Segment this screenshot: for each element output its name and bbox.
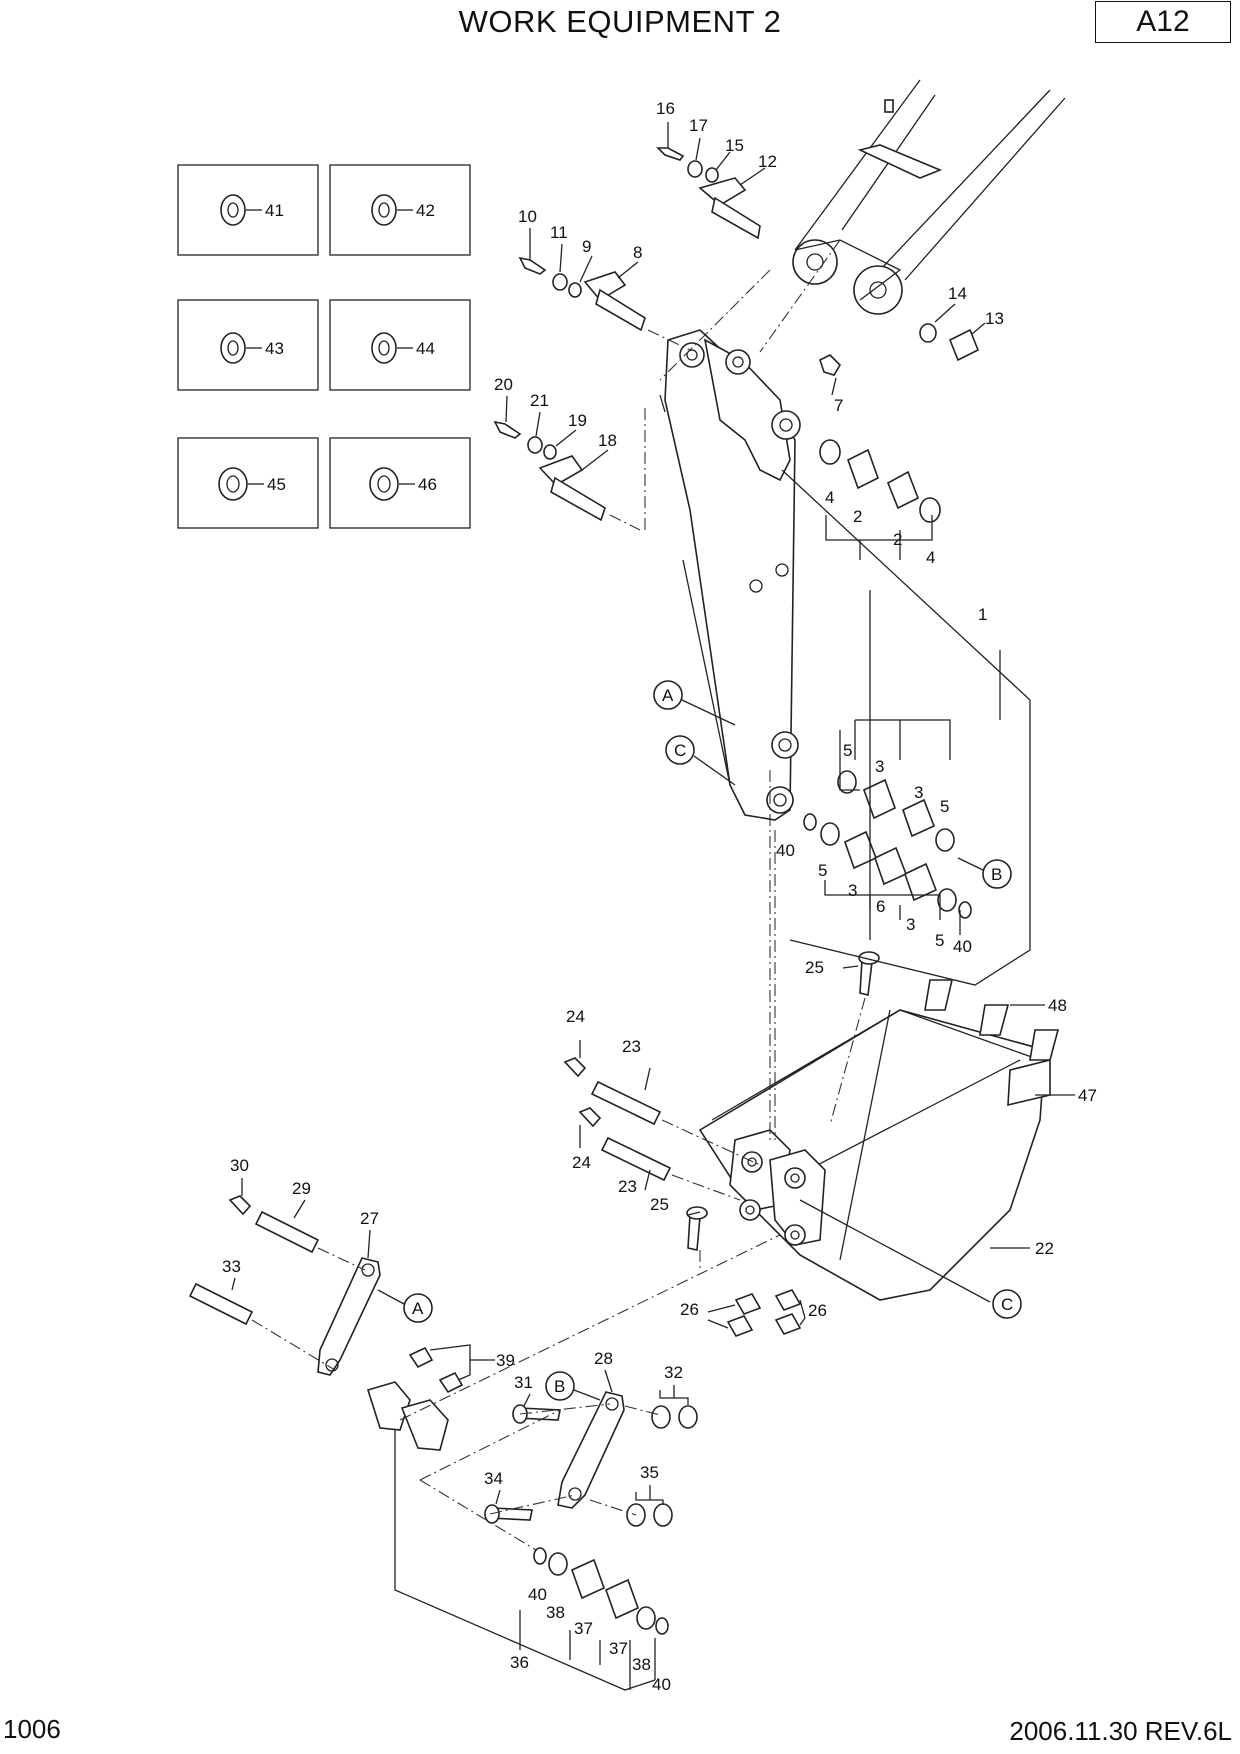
inset-panel-41: 41	[177, 164, 319, 256]
inset-panel-45: 45	[177, 437, 319, 529]
callout-41: 41	[265, 201, 284, 220]
callout-19: 19	[568, 411, 587, 430]
callout-5a: 5	[843, 741, 852, 760]
callout-37a: 37	[574, 1619, 593, 1638]
page-number: 1006	[3, 1714, 61, 1744]
callout-13: 13	[985, 309, 1004, 328]
callout-38a: 38	[546, 1603, 565, 1622]
callout-labels: 16 17 15 12 10 11 9 8 20 21 19 18 7 14 1…	[222, 99, 1097, 1694]
callout-40b: 40	[953, 937, 972, 956]
callout-3b: 3	[914, 783, 923, 802]
callout-23a: 23	[622, 1037, 641, 1056]
inset-panel-42: 42	[329, 164, 471, 256]
callout-40d: 40	[652, 1675, 671, 1694]
callout-6: 6	[876, 897, 885, 916]
reference-markers: A C B A C B	[377, 680, 1022, 1401]
callout-1: 1	[978, 605, 987, 624]
callout-27: 27	[360, 1209, 379, 1228]
ref-B-link: B	[554, 1377, 565, 1396]
callout-32: 32	[664, 1363, 683, 1382]
callout-28: 28	[594, 1349, 613, 1368]
callout-33: 33	[222, 1257, 241, 1276]
callout-3a: 3	[875, 757, 884, 776]
callout-2b: 2	[893, 530, 902, 549]
parts-small-components	[188, 147, 980, 1635]
callout-34: 34	[484, 1469, 503, 1488]
ref-A-link: A	[412, 1299, 424, 1318]
ref-B-right: B	[991, 865, 1002, 884]
callout-30: 30	[230, 1156, 249, 1175]
callout-3d: 3	[906, 915, 915, 934]
callout-5b: 5	[940, 797, 949, 816]
callout-22: 22	[1035, 1239, 1054, 1258]
callout-47: 47	[1078, 1086, 1097, 1105]
callout-36: 36	[510, 1653, 529, 1672]
callout-7: 7	[834, 396, 843, 415]
callout-3c: 3	[848, 881, 857, 900]
page-code-box: A12	[1095, 1, 1231, 43]
callout-10: 10	[518, 207, 537, 226]
callout-9: 9	[582, 237, 591, 256]
callout-16: 16	[656, 99, 675, 118]
arm-assembly	[659, 329, 801, 821]
callout-40a: 40	[776, 841, 795, 860]
leader-lines	[251, 239, 1031, 1691]
callout-48: 48	[1048, 996, 1067, 1015]
callout-37b: 37	[609, 1639, 628, 1658]
callout-8: 8	[633, 243, 642, 262]
callout-21: 21	[530, 391, 549, 410]
callout-17: 17	[689, 116, 708, 135]
callout-12: 12	[758, 152, 777, 171]
callout-24a: 24	[566, 1007, 585, 1026]
callout-5c: 5	[818, 861, 827, 880]
callout-31: 31	[514, 1373, 533, 1392]
callout-11: 11	[550, 223, 568, 242]
callout-29: 29	[292, 1179, 311, 1198]
page-title: WORK EQUIPMENT 2	[458, 4, 782, 39]
callout-26a: 26	[680, 1300, 699, 1319]
callout-20: 20	[494, 375, 513, 394]
callout-5d: 5	[935, 931, 944, 950]
callout-39: 39	[496, 1351, 515, 1370]
callout-14: 14	[948, 284, 967, 303]
callout-44: 44	[416, 339, 435, 358]
boom-end-illustration	[792, 79, 1066, 315]
callout-leaders	[231, 122, 1075, 1505]
callout-24b: 24	[572, 1153, 591, 1172]
callout-46: 46	[418, 475, 437, 494]
callout-25b: 25	[650, 1195, 669, 1214]
bucket-illustration	[698, 979, 1060, 1301]
callout-18: 18	[598, 431, 617, 450]
revision-date: 2006.11.30 REV.6L	[1009, 1716, 1232, 1746]
callout-42: 42	[416, 201, 435, 220]
callout-40c: 40	[528, 1585, 547, 1604]
callout-4a: 4	[825, 488, 834, 507]
callout-4b: 4	[926, 548, 935, 567]
ref-C-arm: C	[674, 741, 686, 760]
callout-15: 15	[725, 136, 744, 155]
callout-26b: 26	[808, 1301, 827, 1320]
inset-panel-46: 46	[329, 437, 471, 529]
callout-35: 35	[640, 1463, 659, 1482]
inset-panel-44: 44	[329, 299, 471, 391]
callout-2a: 2	[853, 507, 862, 526]
callout-45: 45	[267, 475, 286, 494]
callout-25a: 25	[805, 958, 824, 977]
ref-A-arm: A	[662, 686, 674, 705]
inset-panel-43: 43	[177, 299, 319, 391]
callout-23b: 23	[618, 1177, 637, 1196]
callout-43: 43	[265, 339, 284, 358]
callout-38b: 38	[632, 1655, 651, 1674]
ref-C-bucket: C	[1001, 1295, 1013, 1314]
